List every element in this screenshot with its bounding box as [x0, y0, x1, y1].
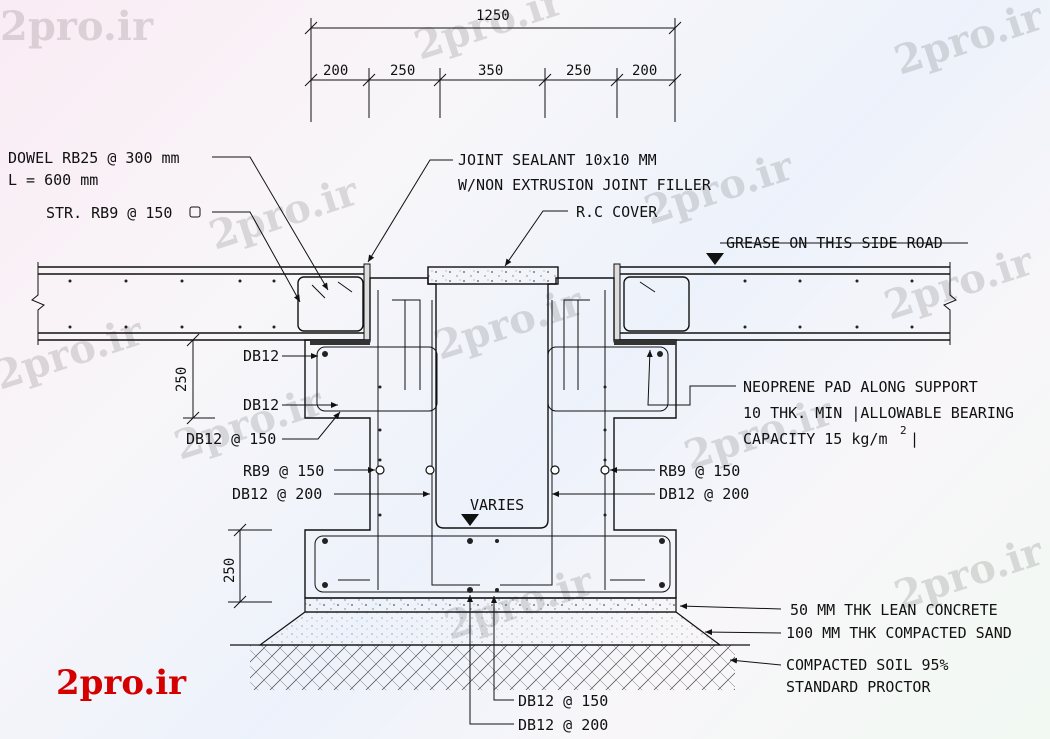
dim-overall: 1250	[476, 8, 510, 24]
label-rb9-left: RB9 @ 150	[243, 462, 324, 480]
label-rc-cover: R.C COVER	[576, 203, 658, 221]
label-varies: VARIES	[470, 496, 524, 514]
dim-segment-3: 350	[478, 63, 503, 79]
varies-marker-icon	[461, 514, 479, 526]
watermark-text: 2pro.ir	[429, 277, 590, 369]
rebar-section-circles	[375, 465, 610, 475]
label-stirrup: STR. RB9 @ 150	[46, 204, 172, 222]
left-slab	[31, 262, 368, 345]
dim-segment-5: 200	[632, 63, 657, 79]
compacted-soil	[250, 645, 735, 690]
label-db12-150-left: DB12 @ 150	[186, 430, 276, 448]
pier-rebar-dots	[322, 351, 665, 593]
label-db12-a: DB12	[243, 347, 279, 365]
label-compacted-sand: 100 MM THK COMPACTED SAND	[786, 624, 1012, 642]
label-joint-2: W/NON EXTRUSION JOINT FILLER	[458, 176, 712, 194]
watermark-text: 2pro.ir	[0, 307, 150, 399]
label-db12-150-bottom: DB12 @ 150	[518, 692, 608, 710]
stirrup-shape-icon	[189, 206, 201, 218]
label-neoprene-3: CAPACITY 15 kg/m	[743, 430, 888, 448]
watermark-text: 2pro.ir	[0, 3, 154, 50]
label-db12-200-left: DB12 @ 200	[232, 485, 322, 503]
watermark-text: 2pro.ir	[204, 167, 365, 259]
label-dowel-1: DOWEL RB25 @ 300 mm	[8, 149, 180, 167]
dimension-chain	[304, 18, 682, 122]
label-neoprene-sup: 2	[900, 424, 907, 437]
joint-filler-right	[613, 263, 621, 343]
label-grease: GREASE ON THIS SIDE ROAD	[726, 234, 943, 252]
neoprene-pad	[614, 340, 676, 345]
rc-cover	[427, 266, 559, 285]
dim-segment-1: 200	[323, 63, 348, 79]
brand-logo: 2pro.ir	[56, 663, 187, 703]
compacted-sand-layer	[258, 611, 722, 646]
pier-rebar	[311, 281, 671, 593]
label-neoprene-1: NEOPRENE PAD ALONG SUPPORT	[743, 378, 978, 396]
dim-vertical-bottom: 250	[222, 558, 238, 583]
label-neoprene-end: |	[910, 430, 919, 448]
label-neoprene-2: 10 THK. MIN |ALLOWABLE BEARING	[743, 404, 1014, 422]
slab-rebar-dots	[68, 279, 914, 329]
dim-segment-4: 250	[566, 63, 591, 79]
label-dowel-2: L = 600 mm	[8, 171, 98, 189]
label-soil-2: STANDARD PROCTOR	[786, 678, 931, 696]
label-db12-200-bottom: DB12 @ 200	[518, 716, 608, 734]
lean-concrete-layer	[304, 597, 677, 613]
label-soil-1: COMPACTED SOIL 95%	[786, 656, 949, 674]
label-db12-b: DB12	[243, 396, 279, 414]
neoprene-pad-left	[310, 340, 370, 345]
label-rb9-right: RB9 @ 150	[659, 462, 740, 480]
vertical-dimensions	[183, 333, 272, 609]
dim-segment-2: 250	[390, 63, 415, 79]
grease-marker-icon	[706, 253, 724, 265]
joint-filler-left	[363, 263, 371, 343]
label-db12-200-right: DB12 @ 200	[659, 485, 749, 503]
dim-vertical-top: 250	[174, 367, 190, 392]
watermark-group: 2pro.ir 2pro.ir 2pro.ir 2pro.ir 2pro.ir …	[0, 0, 1050, 650]
watermark-text: 2pro.ir	[889, 0, 1050, 85]
leader-lines	[212, 156, 968, 725]
label-joint-1: JOINT SEALANT 10x10 MM	[458, 151, 657, 169]
label-lean-concrete: 50 MM THK LEAN CONCRETE	[790, 601, 998, 619]
